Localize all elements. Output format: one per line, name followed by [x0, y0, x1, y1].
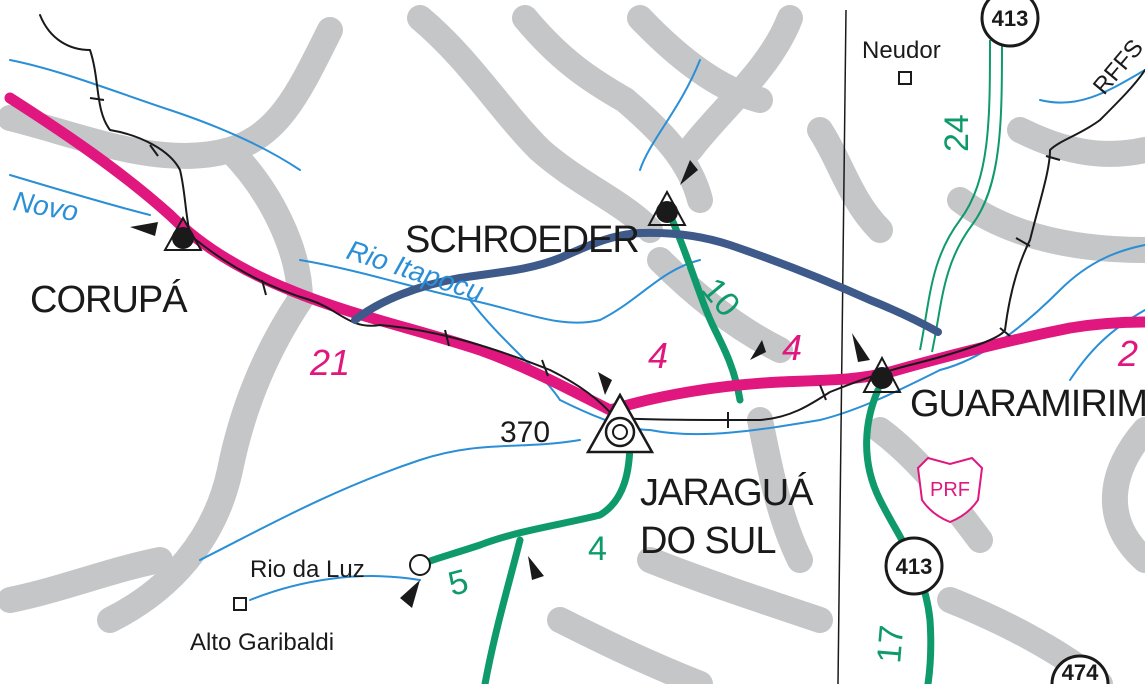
svg-text:413: 413	[896, 554, 933, 579]
annotation-route-line	[351, 228, 942, 336]
boundary-line	[837, 9, 847, 684]
city-label-jaragua-1: JARAGUÁ	[640, 471, 814, 514]
svg-text:PRF: PRF	[930, 479, 970, 501]
neudor-symbol	[898, 71, 912, 85]
road-number-17: 17	[870, 624, 911, 665]
corupa-symbol	[130, 215, 203, 251]
alto-garibaldi-symbol	[233, 597, 247, 611]
railway-ticks	[89, 97, 1061, 428]
arrow-marker	[528, 556, 544, 580]
shield-413-mid: 413	[884, 536, 944, 596]
rio-da-luz-symbol	[400, 554, 431, 608]
city-label-corupa: CORUPÁ	[30, 278, 188, 321]
town-label-alto-garibaldi: Alto Garibaldi	[190, 629, 334, 656]
shield-474-bottom: 474	[1050, 654, 1110, 684]
road-number-2-partial: 2	[1117, 333, 1138, 374]
town-label-neudor: Neudor	[862, 37, 941, 64]
road-number-4b: 4	[782, 327, 802, 368]
altitude-label: 370	[500, 416, 550, 449]
city-label-guaramirim: GUARAMIRIM	[910, 383, 1145, 425]
svg-text:474: 474	[1062, 660, 1099, 684]
arrow-marker	[750, 340, 766, 360]
road-number-24: 24	[938, 114, 976, 152]
shield-413-top: 413	[980, 0, 1040, 48]
prf-badge: PRF	[916, 456, 984, 524]
town-label-rio-da-luz: Rio da Luz	[250, 556, 365, 583]
road-number-4-green: 4	[588, 530, 607, 568]
schroeder-symbol	[647, 160, 698, 226]
guaramirim-symbol	[852, 333, 902, 393]
rivers	[9, 59, 1145, 601]
road-number-4a: 4	[648, 335, 668, 376]
road-24-double	[919, 39, 1003, 353]
city-label-schroeder: SCHROEDER	[405, 219, 639, 261]
city-label-jaragua-2: DO SUL	[640, 520, 775, 562]
road-number-21: 21	[309, 342, 350, 383]
jaragua-symbol	[585, 372, 655, 454]
svg-text:413: 413	[992, 6, 1029, 31]
